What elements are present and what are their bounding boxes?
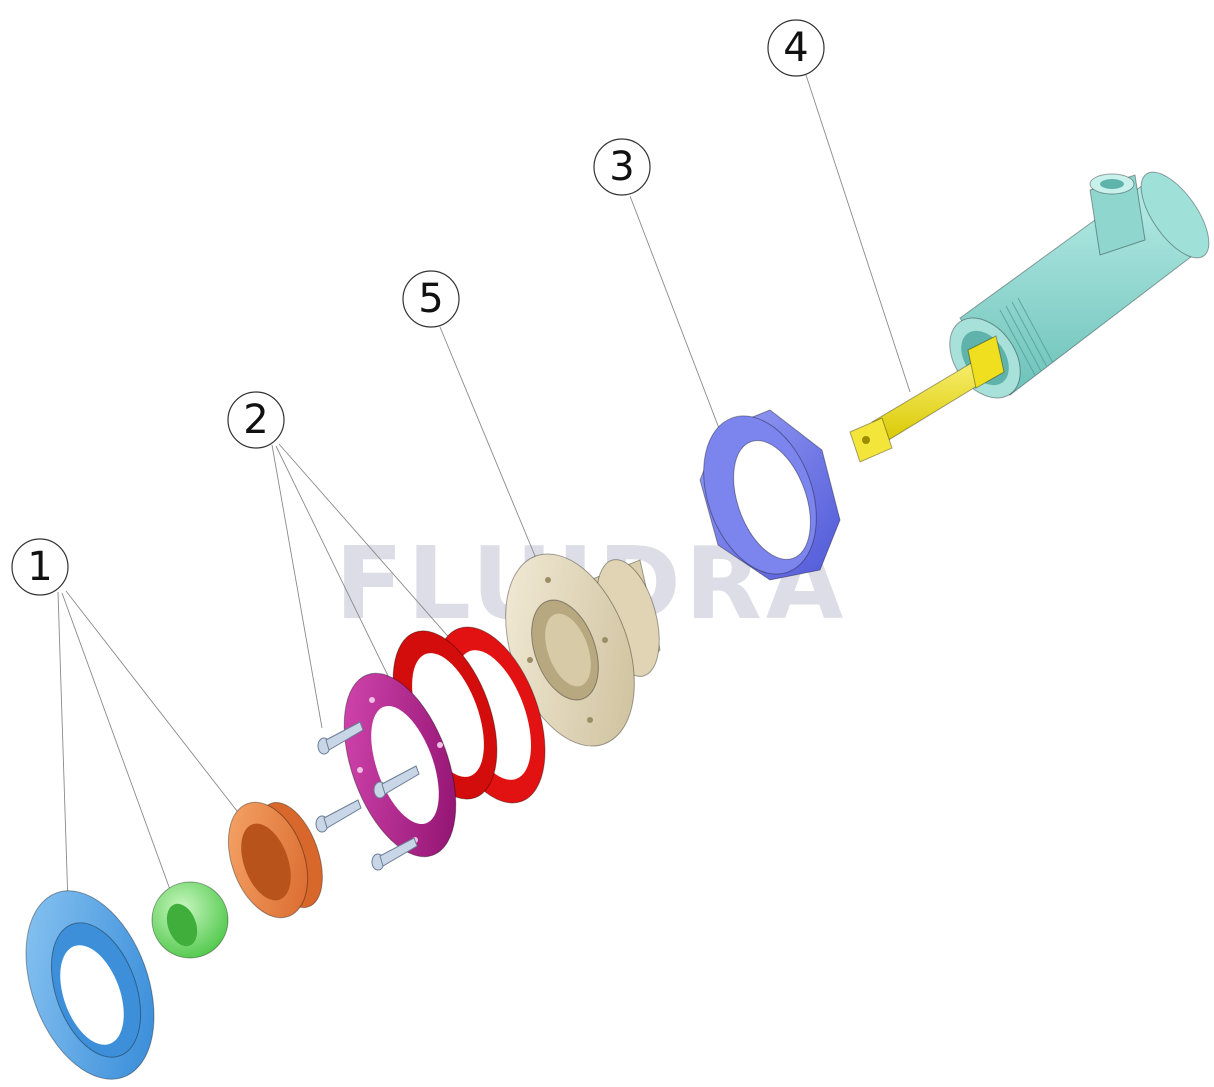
leader-5	[439, 326, 541, 569]
leader-2a	[271, 444, 323, 729]
eyeball-ball-part	[151, 881, 229, 959]
leader-lines	[57, 74, 911, 906]
callout-4-label: 4	[783, 25, 808, 71]
callout-1: 1	[11, 538, 69, 596]
callout-2: 2	[227, 391, 285, 449]
callout-5-label: 5	[418, 276, 443, 322]
callout-3: 3	[593, 138, 651, 196]
screws-part	[315, 721, 420, 871]
leader-4	[805, 74, 911, 393]
leader-1c	[65, 590, 245, 821]
callout-1-label: 1	[27, 544, 52, 590]
callout-5: 5	[402, 270, 460, 328]
eyeball-ring-part	[25, 890, 155, 1080]
wall-fitting-part	[505, 553, 661, 747]
leader-1b	[61, 592, 173, 896]
leader-2c	[278, 443, 461, 651]
screw-1	[317, 721, 364, 755]
leader-2b	[275, 445, 391, 681]
screw-2	[373, 765, 420, 799]
flange-ring-part	[343, 672, 457, 858]
callout-4: 4	[767, 19, 825, 77]
screw-4	[371, 837, 418, 871]
callout-3-label: 3	[609, 144, 634, 190]
insert-nut-part	[227, 801, 323, 919]
key-tool-part	[849, 335, 1005, 463]
leader-1a	[57, 591, 69, 906]
screw-3	[315, 799, 362, 833]
lock-nut-part	[699, 409, 841, 581]
callout-2-label: 2	[243, 397, 268, 443]
leader-3	[629, 195, 736, 471]
